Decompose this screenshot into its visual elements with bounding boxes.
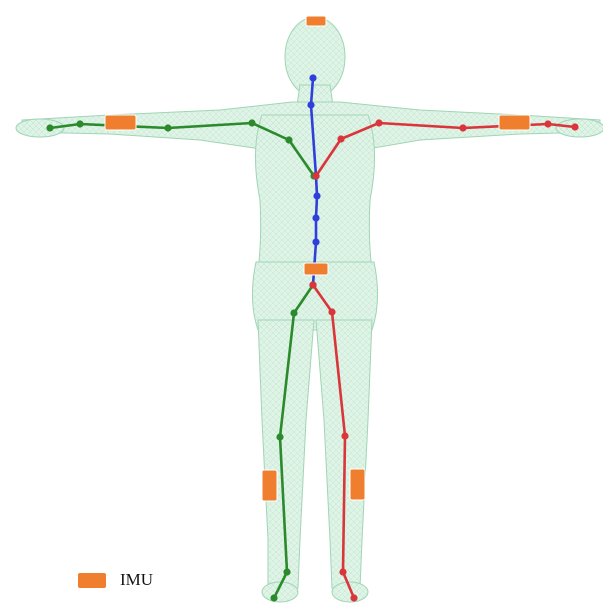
imu-head — [306, 16, 326, 26]
imu-left-wrist — [105, 115, 136, 130]
imu-right-lower-leg — [350, 469, 365, 500]
left-leg-joint — [290, 309, 297, 316]
legend-imu-label: IMU — [120, 570, 153, 590]
legend-imu-swatch — [78, 573, 106, 588]
spine-joint — [309, 74, 316, 81]
left-arm-joint — [164, 124, 171, 131]
left-arm-joint — [76, 120, 83, 127]
imu-pelvis — [304, 263, 328, 275]
legend: IMU — [78, 570, 153, 590]
right-arm-joint — [375, 119, 382, 126]
right-hand-shape-mesh — [556, 119, 603, 137]
left-leg-joint — [270, 594, 277, 601]
left-leg-joint — [283, 568, 290, 575]
right-arm-joint — [337, 135, 344, 142]
right-leg-joint — [341, 432, 348, 439]
right-leg-joint — [339, 568, 346, 575]
spine-joint — [312, 214, 319, 221]
right-leg-joint — [350, 594, 357, 601]
spine-joint — [313, 192, 320, 199]
right-arm-joint — [544, 120, 551, 127]
left-leg-joint — [276, 433, 283, 440]
spine-joint — [312, 238, 319, 245]
left-arm-joint — [248, 119, 255, 126]
imu-left-lower-leg — [262, 470, 277, 501]
right-arm-joint — [571, 123, 578, 130]
right-leg-joint — [328, 308, 335, 315]
left-arm-joint — [285, 136, 292, 143]
right-arm-joint — [459, 124, 466, 131]
right-arm-joint — [312, 172, 319, 179]
spine-joint — [307, 101, 314, 108]
right-foot-shape-mesh — [332, 582, 368, 602]
left-arm-joint — [46, 124, 53, 131]
imu-right-wrist — [499, 115, 530, 130]
right-leg-joint — [309, 281, 316, 288]
